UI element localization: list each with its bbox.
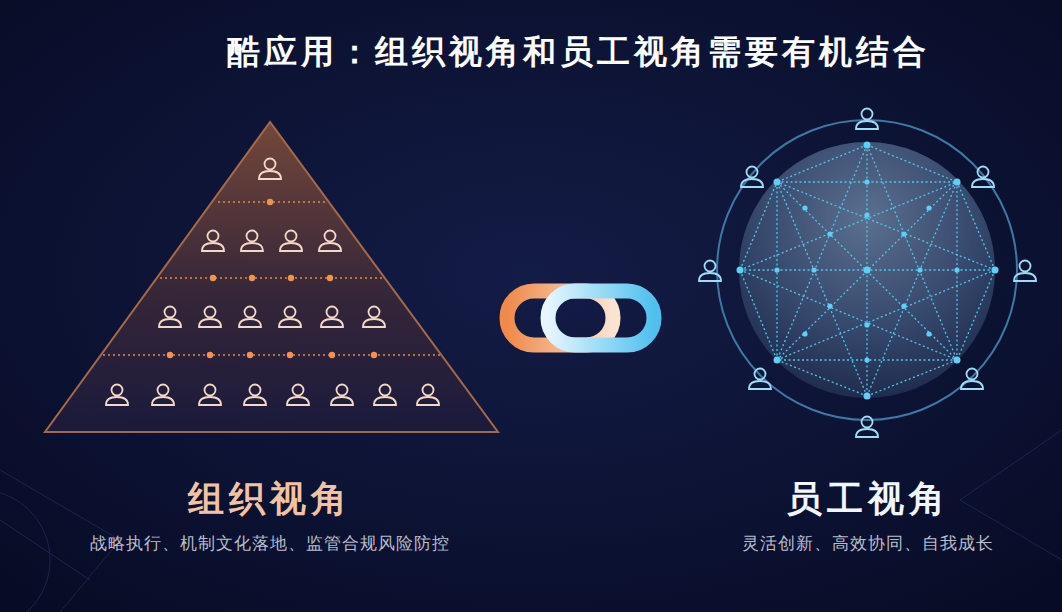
person-icon [1014, 261, 1036, 282]
person-icon [239, 307, 261, 328]
person-icon [202, 231, 224, 252]
person-icon [856, 109, 878, 130]
person-icon [287, 385, 309, 406]
person-icon [199, 307, 221, 328]
view-description: 灵活创新、高效协同、自我成长 [742, 532, 994, 555]
sphere-view: 员工视角灵活创新、高效协同、自我成长 [690, 105, 1045, 570]
person-icon [259, 159, 281, 180]
person-icon [279, 307, 301, 328]
person-icon [241, 231, 263, 252]
pyramid-view: 组织视角战略执行、机制文化落地、监管合规风险防控 [20, 110, 520, 570]
person-icon [331, 385, 353, 406]
person-icon [319, 231, 341, 252]
view-heading: 组织视角 [188, 475, 352, 524]
person-icon [159, 307, 181, 328]
person-icon [374, 385, 396, 406]
person-icon [280, 231, 302, 252]
person-icon [199, 385, 221, 406]
person-icon [741, 167, 763, 188]
person-icon [961, 369, 983, 390]
person-icon [417, 385, 439, 406]
person-icon [106, 385, 128, 406]
person-icon [856, 417, 878, 438]
person-icon [152, 385, 174, 406]
person-icon [244, 385, 266, 406]
person-icon [749, 369, 771, 390]
title: 酷应用：组织视角和员工视角需要有机结合 [0, 30, 1062, 75]
person-icon [321, 307, 343, 328]
view-heading: 员工视角 [786, 475, 950, 524]
person-icon [363, 307, 385, 328]
person-icon [699, 261, 721, 282]
person-icon [972, 167, 994, 188]
view-description: 战略执行、机制文化落地、监管合规风险防控 [90, 532, 450, 555]
